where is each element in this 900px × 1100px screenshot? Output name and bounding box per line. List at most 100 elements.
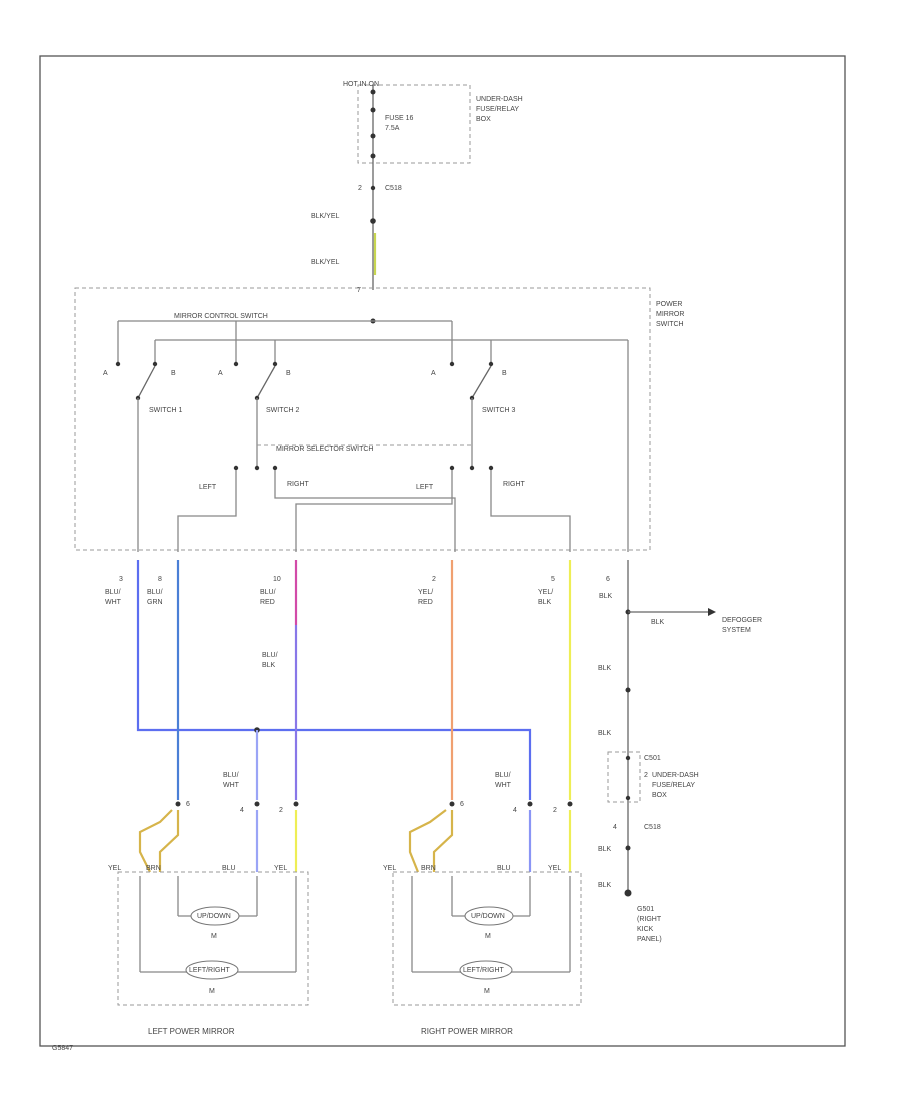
- g501-line4: PANEL): [637, 936, 662, 943]
- sw3-a: A: [431, 370, 436, 377]
- switch3-label: SWITCH 3: [482, 407, 516, 414]
- rm-pin-a: 6: [460, 801, 464, 808]
- colored-wires: [136, 560, 572, 873]
- lm-m1: M: [211, 933, 217, 940]
- lm-pin-b: 4: [240, 807, 244, 814]
- rm-pin-b: 4: [513, 807, 517, 814]
- lm-lbl1: BLU/: [223, 772, 239, 779]
- conn-c518-top: C518: [385, 185, 402, 192]
- lm-m2: M: [209, 988, 215, 995]
- rm-pin-c: 2: [553, 807, 557, 814]
- w4-l1: YEL/: [538, 589, 553, 596]
- sw2-b: B: [286, 370, 291, 377]
- w2-l2: RED: [260, 599, 275, 606]
- g501-line3: KICK: [637, 926, 654, 933]
- switch-box-outline: [74, 287, 651, 551]
- wire-lower-label: BLK/YEL: [311, 259, 340, 266]
- w1-pin: 8: [158, 576, 162, 583]
- w3-l1: YEL/: [418, 589, 433, 596]
- top-box-line1: UNDER-DASH: [476, 96, 523, 103]
- c501-label: C501: [644, 755, 661, 762]
- rm-t3: BLU: [497, 865, 511, 872]
- sw1-a: A: [103, 370, 108, 377]
- rm-lbl1: BLU/: [495, 772, 511, 779]
- ground-box-line3: BOX: [652, 792, 667, 799]
- blk-defogger: BLK: [651, 619, 665, 626]
- right2-label: RIGHT: [503, 481, 526, 488]
- left2-label: LEFT: [416, 484, 434, 491]
- pin2-top: 2: [358, 185, 362, 192]
- wire-upper-label: BLK/YEL: [311, 213, 340, 220]
- right-power-mirror: BLU/ WHT 6 4 2 YEL BRN BLU YEL UP/DOWN M…: [383, 772, 582, 1036]
- lm-box: [117, 871, 309, 1006]
- hot-label: HOT IN ON: [343, 81, 379, 88]
- w5-pin: 6: [606, 576, 610, 583]
- lm-motor2-icon: [185, 960, 239, 980]
- fuse-section: HOT IN ON FUSE 16 7.5A UNDER-DASH FUSE/R…: [311, 81, 523, 294]
- right1-label: RIGHT: [287, 481, 310, 488]
- lm-pin-c: 2: [279, 807, 283, 814]
- lm-t1: YEL: [108, 865, 121, 872]
- w0-l2: WHT: [105, 599, 122, 606]
- blk-b: BLK: [598, 665, 612, 672]
- rm-t4: YEL: [548, 865, 561, 872]
- rm-t2: BRN: [421, 865, 436, 872]
- rm-motor2-icon: [459, 960, 513, 980]
- ground-pin4: 4: [613, 824, 617, 831]
- switch-title2: MIRROR: [656, 311, 684, 318]
- ground-box-line1: UNDER-DASH: [652, 772, 699, 779]
- switch-title1: POWER: [656, 301, 682, 308]
- lm-t2: BRN: [146, 865, 161, 872]
- lm-pin-a: 6: [186, 801, 190, 808]
- rm-box: [392, 871, 582, 1006]
- left1-label: LEFT: [199, 484, 217, 491]
- lm-name: LEFT POWER MIRROR: [148, 1027, 235, 1036]
- bluwht-mid-l1: BLU/: [262, 652, 278, 659]
- lm-t4: YEL: [274, 865, 287, 872]
- rm-name: RIGHT POWER MIRROR: [421, 1027, 513, 1036]
- rm-motor1: UP/DOWN: [471, 913, 505, 920]
- w0-pin: 3: [119, 576, 123, 583]
- w1-l1: BLU/: [147, 589, 163, 596]
- w2-l1: BLU/: [260, 589, 276, 596]
- fuse-rating: 7.5A: [385, 125, 400, 132]
- g501-label: G501: [637, 906, 654, 913]
- corner-code: G5847: [52, 1045, 73, 1052]
- blk-e: BLK: [598, 882, 612, 889]
- bluwht-mid-l2: BLK: [262, 662, 276, 669]
- rm-motor2: LEFT/RIGHT: [463, 967, 505, 974]
- rm-motor1-icon: [464, 906, 514, 926]
- defogger-line1: DEFOGGER: [722, 617, 762, 624]
- lm-motor1: UP/DOWN: [197, 913, 231, 920]
- sw1-b: B: [171, 370, 176, 377]
- w4-l2: BLK: [538, 599, 552, 606]
- w3-pin: 2: [432, 576, 436, 583]
- selector-label: MIRROR SELECTOR SWITCH: [276, 446, 374, 453]
- w1-l2: GRN: [147, 599, 163, 606]
- w4-pin: 5: [551, 576, 555, 583]
- top-box-line3: BOX: [476, 116, 491, 123]
- pin7: 7: [357, 287, 361, 294]
- top-box-line2: FUSE/RELAY: [476, 106, 519, 113]
- c518-lower: C518: [644, 824, 661, 831]
- blk-d: BLK: [598, 846, 612, 853]
- mirror-control-label: MIRROR CONTROL SWITCH: [174, 313, 268, 320]
- rm-m2: M: [484, 988, 490, 995]
- g501-line2: (RIGHT: [637, 916, 662, 923]
- left-power-mirror: BLU/ WHT 6 4 2 YEL BRN BLU YEL UP/DOWN M…: [108, 772, 309, 1036]
- power-mirror-switch: POWER MIRROR SWITCH MIRROR CONTROL SWITC…: [74, 287, 684, 552]
- switch1-label: SWITCH 1: [149, 407, 183, 414]
- lm-motor2: LEFT/RIGHT: [189, 967, 231, 974]
- w0-l1: BLU/: [105, 589, 121, 596]
- rm-lbl2: WHT: [495, 782, 512, 789]
- ground-pin2: 2: [644, 772, 648, 779]
- switch-title3: SWITCH: [656, 321, 684, 328]
- ground-box-line2: FUSE/RELAY: [652, 782, 695, 789]
- blk-c: BLK: [598, 730, 612, 737]
- rm-t1: YEL: [383, 865, 396, 872]
- switch2-label: SWITCH 2: [266, 407, 300, 414]
- underdash-fuse-box-top: [357, 84, 471, 164]
- w2-pin: 10: [273, 576, 281, 583]
- w5-l1: BLK: [599, 593, 613, 600]
- lm-lbl2: WHT: [223, 782, 240, 789]
